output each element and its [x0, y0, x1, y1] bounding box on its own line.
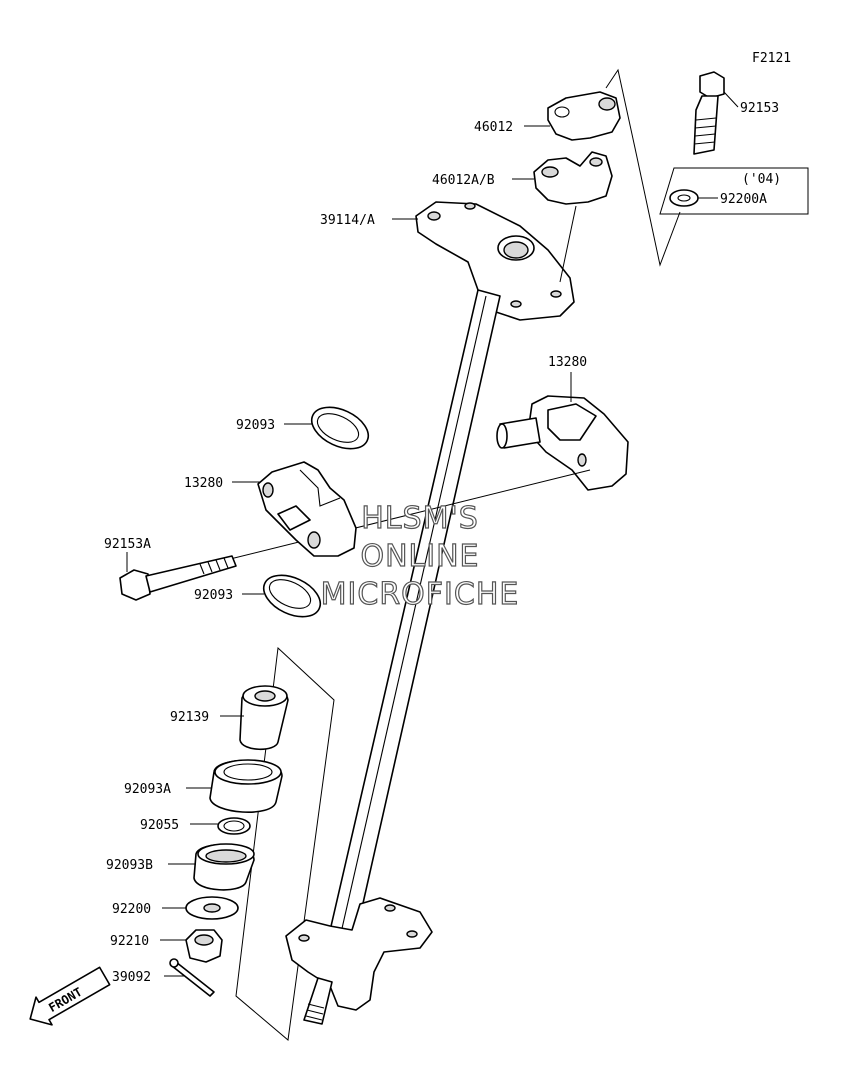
- watermark-line-1: HLSM'S: [361, 501, 479, 536]
- leader-lines: [126, 91, 739, 977]
- castle-nut-92210: [185, 929, 223, 963]
- bolt-92153: [693, 71, 725, 155]
- handlebar-holder-lower: [533, 151, 613, 205]
- seal-92093-upper: [310, 406, 370, 450]
- washer-92055: [217, 817, 251, 835]
- label-39114a: 39114/A: [320, 213, 375, 228]
- seal-92093-lower: [262, 574, 322, 618]
- lock-washer-92200a: [669, 189, 699, 207]
- label-92093a: 92093A: [124, 782, 171, 797]
- label-92153: 92153: [740, 101, 779, 116]
- label-92200a: 92200A: [720, 192, 767, 207]
- watermark-line-2: ONLINE: [360, 539, 479, 574]
- handlebar-holder-upper: [547, 91, 621, 141]
- washer-92200: [185, 896, 239, 920]
- bearing-92093a: [209, 759, 283, 813]
- label-92093-upper: 92093: [236, 418, 275, 433]
- steering-upper-bracket: [415, 201, 575, 321]
- label-92093-lower: 92093: [194, 588, 233, 603]
- figure-code: F2121: [752, 51, 791, 66]
- year-note: ('04): [742, 172, 781, 187]
- label-92139: 92139: [170, 710, 209, 725]
- alignment-line-upper: [559, 205, 577, 283]
- label-13280-right: 13280: [548, 355, 587, 370]
- label-92210: 92210: [110, 934, 149, 949]
- top-group-bracket: [605, 68, 681, 267]
- bolt-axis-line: [217, 469, 591, 563]
- front-direction-arrow: FRONT: [29, 966, 111, 1026]
- shaft-holder-left: [257, 461, 357, 557]
- watermark: HLSM'S ONLINE MICROFICHE: [320, 500, 520, 612]
- bushing-92139: [239, 685, 289, 751]
- label-46012: 46012: [474, 120, 513, 135]
- label-92093b: 92093B: [106, 858, 153, 873]
- label-92055: 92055: [140, 818, 179, 833]
- bolt-92153a: [119, 555, 237, 601]
- label-92200: 92200: [112, 902, 151, 917]
- steering-shaft: [325, 289, 501, 953]
- label-92153a: 92153A: [104, 537, 151, 552]
- bearing-92093b: [193, 843, 255, 891]
- lower-parts-group-outline: [235, 646, 335, 1041]
- label-39092: 39092: [112, 970, 151, 985]
- year-note-box: ('04): [659, 167, 809, 215]
- steering-shaft-lower-end: [285, 897, 433, 1025]
- shaft-holder-right: [496, 395, 629, 491]
- label-13280-left: 13280: [184, 476, 223, 491]
- cotter-pin-39092: [169, 958, 215, 997]
- watermark-line-3: MICROFICHE: [321, 577, 520, 612]
- label-46012ab: 46012A/B: [432, 173, 495, 188]
